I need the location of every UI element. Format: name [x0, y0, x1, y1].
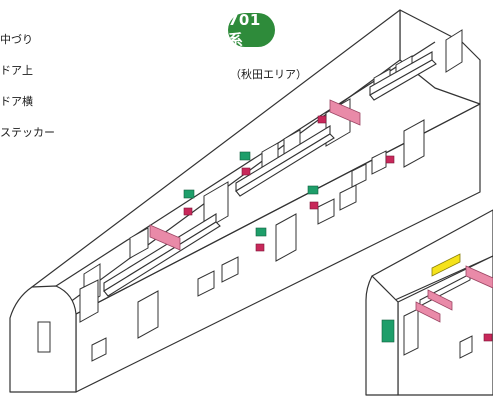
near-window [91, 337, 107, 362]
second-car-nakazuri [415, 301, 441, 323]
door-top-ad [239, 151, 251, 161]
near-door [137, 290, 159, 339]
far-door [445, 29, 463, 73]
second-car-window [459, 335, 473, 359]
seat [369, 59, 437, 101]
legend-label-nakazuri: 中づり [0, 33, 33, 46]
seat [235, 133, 335, 197]
far-window [129, 227, 149, 259]
door-top-ad [255, 227, 267, 237]
car-roof-inner [55, 41, 436, 287]
sticker-ad [183, 207, 193, 216]
second-car-front-green [381, 319, 395, 343]
near-window [351, 163, 367, 188]
sticker-ad [255, 243, 265, 252]
legend-label-door-top: ドア上 [0, 64, 33, 77]
sticker-ad [241, 167, 251, 176]
second-car-sticker [483, 333, 493, 342]
door-top-ad [307, 185, 319, 195]
second-car-door [403, 308, 419, 356]
second-car-nakazuri [465, 265, 493, 289]
near-window [317, 198, 335, 225]
near-window [221, 256, 239, 283]
nakazuri-ad [329, 99, 361, 126]
near-door [79, 279, 99, 323]
front-end-window [37, 321, 51, 353]
door-top-ad [183, 189, 195, 199]
second-car-nakazuri [427, 289, 453, 311]
near-window [339, 184, 357, 211]
near-window [371, 150, 387, 175]
near-door [403, 119, 425, 168]
series-subtitle: （秋田エリア） [230, 68, 307, 81]
legend-label-door-side: ドア横 [0, 95, 33, 108]
near-door [275, 213, 297, 262]
sticker-ad [309, 201, 319, 210]
nakazuri-ad [149, 224, 181, 251]
second-car-yellow-ad [431, 253, 461, 277]
near-window [197, 270, 215, 297]
legend-label-sticker: ステッカー [0, 126, 55, 139]
sticker-ad [385, 155, 395, 164]
sticker-ad [317, 115, 327, 124]
